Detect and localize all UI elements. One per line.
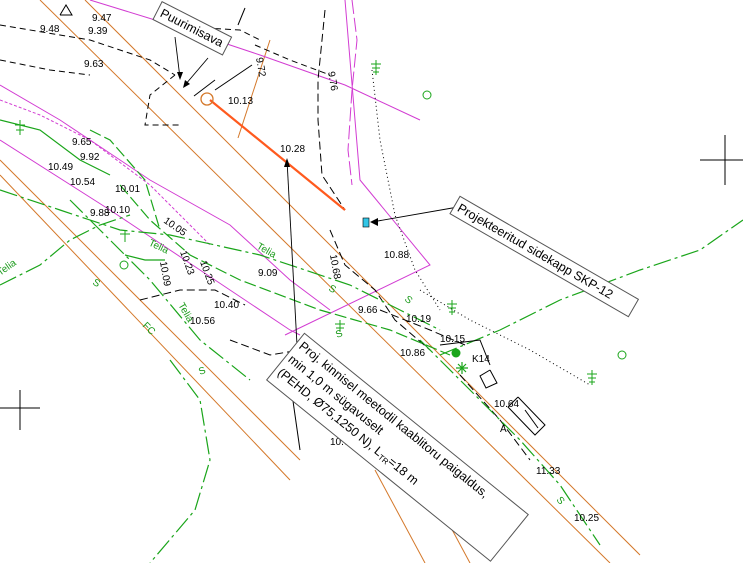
elevation-label: 10.25 [574, 513, 599, 524]
elevation-label: 10.88 [384, 250, 409, 261]
elevation-label: 10.10 [105, 205, 130, 216]
cabinet-label: Projekteeritud sidekapp SKP-12 [455, 201, 615, 302]
elevation-label: 10.77 [330, 437, 355, 448]
elevation-label: 10.49 [48, 162, 73, 173]
telecom-cabinet-symbol[interactable] [362, 217, 370, 228]
cable-s-label: S [91, 277, 103, 290]
a-label: A [500, 424, 507, 435]
elevation-label: 10.56 [190, 316, 215, 327]
cable-s-label: S [197, 365, 207, 378]
elevation-label: 10.40 [214, 300, 239, 311]
dotted-lines [371, 69, 591, 386]
cable-s-label: S [554, 495, 567, 507]
elevation-label: 9.66 [358, 305, 378, 316]
elevation-label: 9.72 [253, 57, 267, 79]
elevation-label: 9.76 [325, 71, 339, 93]
star-symbol [456, 362, 468, 374]
proposed-cable-route [200, 92, 346, 211]
fc-label: FC [140, 320, 157, 337]
terrain-dashed-lines [0, 9, 531, 461]
elevation-label: 10.64 [494, 399, 519, 410]
callout-leaders [174, 36, 459, 346]
telia-label: Telia [147, 238, 171, 257]
installation-note-callout: Proj. kinnisel meetodil kaablitoru paiga… [265, 332, 529, 562]
elevation-label: 9.39 [88, 26, 108, 37]
drilling-pit-label: Puurimisava [158, 6, 226, 50]
cable-s-label: S [334, 328, 344, 341]
tree-symbols [15, 60, 597, 385]
elevation-label: 11.33 [536, 466, 561, 477]
drilling-pit-callout: Puurimisava [152, 1, 233, 56]
boundary-lines [0, 0, 431, 336]
elevation-label: 10.25 [197, 259, 216, 287]
elevation-label: 9.65 [72, 137, 92, 148]
elevation-label: 10.13 [228, 96, 253, 107]
elevation-label: 10.01 [115, 184, 140, 195]
elevation-label: 10.19 [406, 314, 431, 325]
manhole-label: K14 [472, 354, 490, 365]
cable-s-label: S [402, 294, 414, 307]
elevation-label: 10.09 [157, 261, 172, 288]
elevation-label: 10.23 [177, 249, 196, 277]
spot-elevation-labels: 9.47 9.39 9.48 9.63 9.72 9.76 10.13 9.65… [40, 13, 599, 524]
elevation-label: 9.88 [90, 208, 110, 219]
elevation-label: 10.54 [70, 177, 95, 188]
elevation-label: 10.28 [280, 144, 305, 155]
manhole-symbol[interactable] [451, 348, 461, 358]
elevation-label: 10.15 [440, 334, 465, 345]
telia-label: Telia [0, 257, 19, 278]
callout-arrowheads [177, 72, 378, 226]
elevation-label: 9.92 [80, 152, 100, 163]
elevation-label: 9.09 [258, 268, 278, 279]
elevation-label: 10.86 [400, 348, 425, 359]
road-edge-lines [0, 0, 641, 563]
cable-s-label: S [327, 283, 339, 296]
cabinet-callout: Projekteeritud sidekapp SKP-12 [449, 195, 640, 318]
elevation-label: 9.63 [84, 59, 104, 70]
green-circle-markers [119, 90, 627, 360]
elevation-label: 9.47 [92, 13, 112, 24]
elevation-label: 9.48 [40, 24, 60, 35]
elevation-label: 10.68 [327, 254, 342, 281]
telecom-lines [0, 119, 743, 563]
